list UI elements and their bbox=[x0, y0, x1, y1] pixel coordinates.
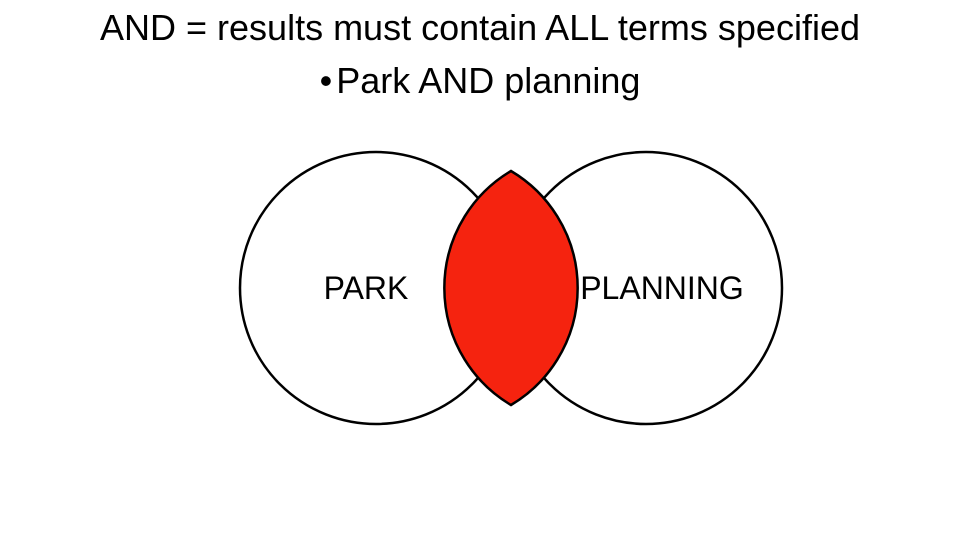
bullet-item: •Park AND planning bbox=[0, 61, 960, 101]
venn-intersection bbox=[443, 169, 579, 407]
bullet-icon: • bbox=[319, 60, 333, 101]
slide-title: AND = results must contain ALL terms spe… bbox=[100, 7, 860, 48]
venn-label-park: PARK bbox=[324, 270, 409, 306]
bullet-text: Park AND planning bbox=[336, 60, 641, 101]
venn-label-planning: PLANNING bbox=[580, 270, 744, 306]
